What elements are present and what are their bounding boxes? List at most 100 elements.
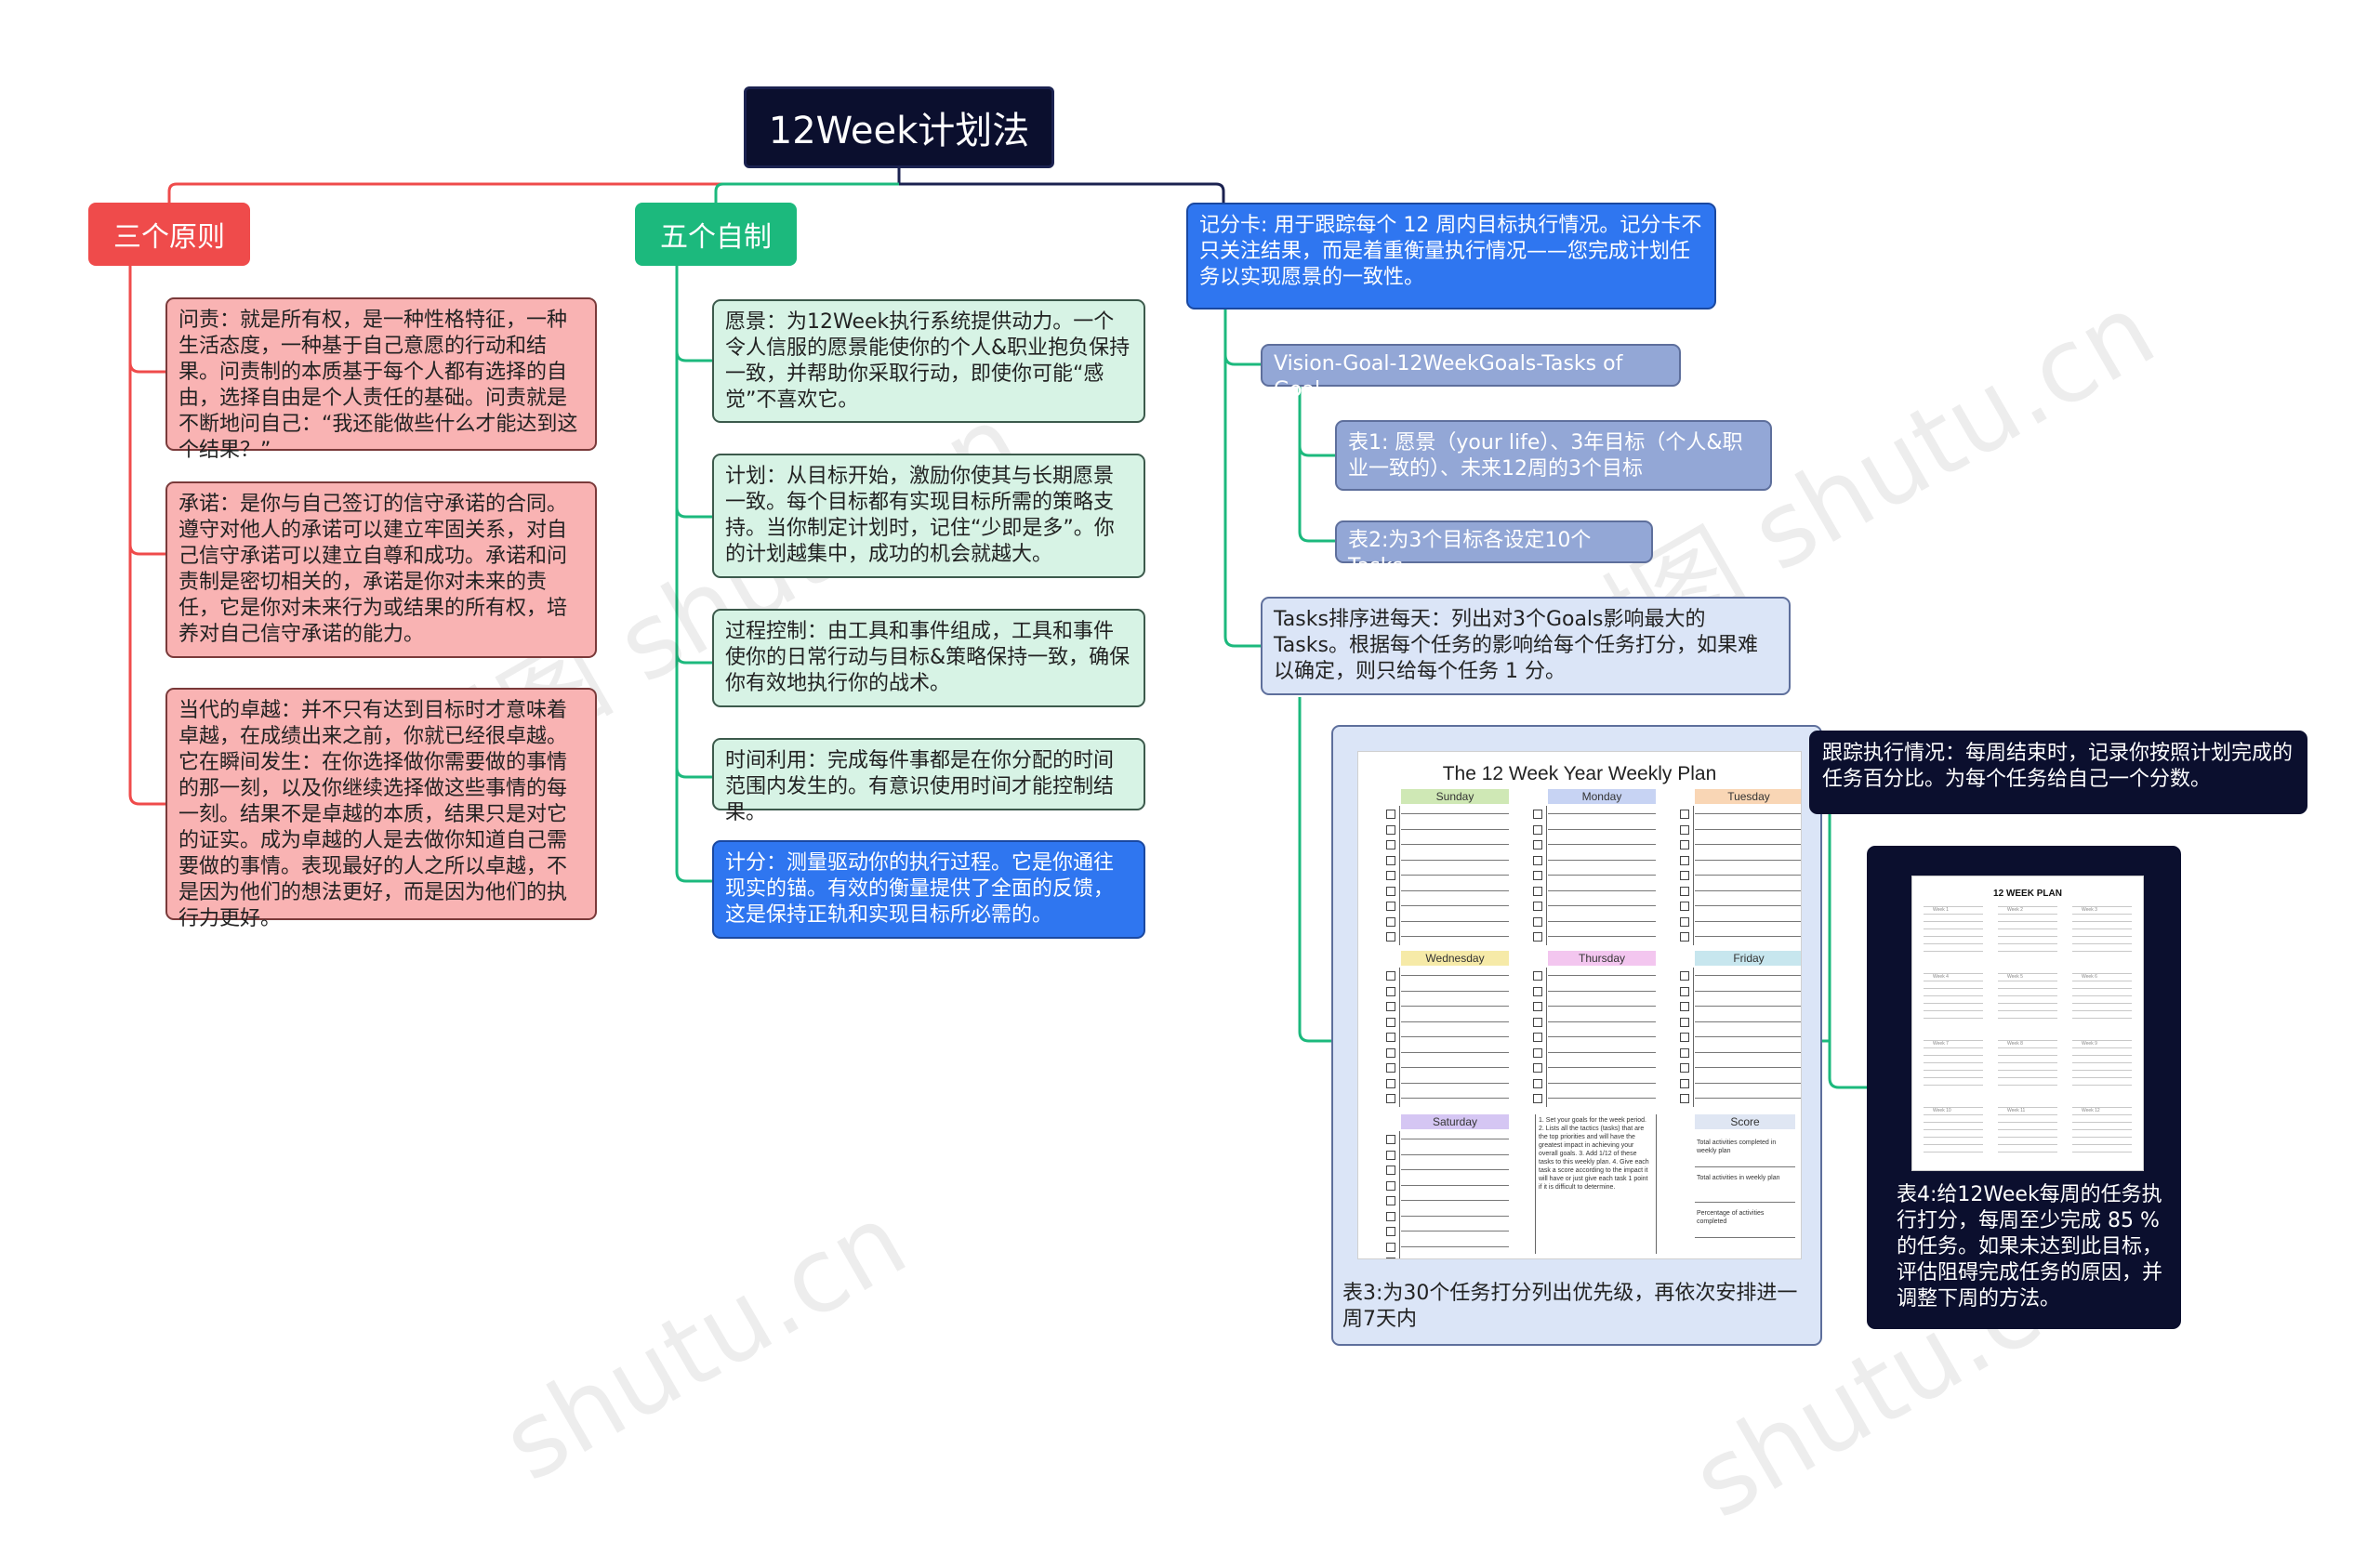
week-task-line: [1924, 951, 1983, 952]
tasks-sorting[interactable]: Tasks排序进每天：列出对3个Goals影响最大的Tasks。根据每个任务的影…: [1261, 597, 1791, 695]
checkbox: [1533, 1002, 1542, 1011]
week-label: Week 5: [2007, 974, 2023, 980]
task-line: [1401, 1082, 1509, 1084]
checkbox: [1386, 1150, 1395, 1160]
task-line: [1695, 990, 1801, 992]
week-task-line: [2072, 995, 2132, 996]
week-task-line: [1998, 1122, 2057, 1123]
week-task-line: [2072, 943, 2132, 944]
task-line: [1695, 1051, 1801, 1053]
week-task-line: [1998, 1062, 2057, 1063]
discipline-planning[interactable]: 计划：从目标开始，激励你使其与长期愿景一致。每个目标都有实现目标所需的策略支持。…: [712, 454, 1145, 578]
checkbox: [1680, 1047, 1689, 1058]
principle-accountability[interactable]: 问责：就是所有权，是一种性格特征，一种生活态度，一种基于自己意愿的行动和结果。问…: [165, 297, 597, 462]
checkbox: [1680, 1002, 1689, 1011]
branch-five-disciplines[interactable]: 五个自制: [635, 203, 797, 266]
week-label: Week 7: [1933, 1041, 1949, 1047]
checkbox: [1386, 902, 1395, 911]
principle-greatness[interactable]: 当代的卓越：并不只有达到目标时才意味着卓越，在成绩出来之前，你就已经很卓越。它在…: [165, 688, 597, 930]
week-task-line: [1998, 973, 2057, 974]
checkbox: [1533, 1047, 1542, 1058]
week-task-line: [2072, 1137, 2132, 1138]
task-line: [1548, 1021, 1656, 1022]
principle-commitment[interactable]: 承诺：是你与自己签订的信守承诺的合同。遵守对他人的承诺可以建立牢固关系，对自己信…: [165, 481, 597, 658]
week-label: Week 1: [1933, 907, 1949, 913]
discipline-vision[interactable]: 愿景：为12Week执行系统提供动力。一个令人信服的愿景能使你的个人&职业抱负保…: [712, 299, 1145, 423]
week-task-line: [2072, 1018, 2132, 1019]
checkbox: [1386, 1211, 1395, 1221]
week-task-line: [2072, 914, 2132, 915]
task-line: [1695, 1067, 1801, 1068]
week-task-line: [1998, 1010, 2057, 1011]
checkbox: [1386, 932, 1395, 942]
checkbox: [1386, 1135, 1395, 1144]
day-header: Tuesday: [1695, 789, 1801, 804]
week-task-line: [1924, 973, 1983, 974]
checkbox: [1386, 1227, 1395, 1236]
week-task-line: [1924, 988, 1983, 989]
week-task-line: [1998, 1077, 2057, 1078]
task-line: [1695, 936, 1801, 937]
task-line: [1695, 1021, 1801, 1022]
week-task-line: [1998, 1129, 2057, 1130]
task-line: [1695, 889, 1801, 891]
task-line: [1695, 1098, 1801, 1099]
score-row-line: [1695, 1166, 1795, 1167]
task-line: [1548, 875, 1656, 876]
week-task-line: [1998, 1107, 2057, 1108]
week-task-line: [1924, 943, 1983, 944]
task-line: [1548, 859, 1656, 861]
weekly-plan-title: The 12 Week Year Weekly Plan: [1442, 763, 1717, 784]
column-line: [1399, 806, 1400, 945]
task-line: [1548, 990, 1656, 992]
task-line: [1401, 936, 1509, 937]
score-row-label: Percentage of activities completed: [1697, 1210, 1765, 1225]
checkbox: [1533, 1017, 1542, 1027]
checkbox: [1533, 932, 1542, 942]
score-row-label: Total activities completed in weekly pla…: [1697, 1139, 1777, 1154]
week-task-line: [2072, 1085, 2132, 1086]
checkbox: [1680, 1078, 1689, 1088]
checkbox: [1680, 1017, 1689, 1027]
branch-three-principles[interactable]: 三个原则: [88, 203, 250, 266]
checkbox: [1533, 840, 1542, 850]
checkbox: [1386, 986, 1395, 996]
task-line: [1401, 1021, 1509, 1022]
task-line: [1548, 1082, 1656, 1084]
task-line: [1695, 875, 1801, 876]
checkbox: [1533, 886, 1542, 896]
task-line: [1695, 1082, 1801, 1084]
checkbox: [1386, 1094, 1395, 1103]
checkbox: [1386, 1002, 1395, 1011]
week-task-line: [2072, 988, 2132, 989]
task-line: [1401, 889, 1509, 891]
table-1-vision-goals[interactable]: 表1: 愿景（your life）、3年目标（个人&职业一致的）、未来12周的3…: [1335, 420, 1772, 491]
task-line: [1695, 905, 1801, 906]
checkbox: [1533, 855, 1542, 865]
week-task-line: [2072, 1047, 2132, 1048]
checkbox: [1386, 1017, 1395, 1027]
task-line: [1695, 975, 1801, 976]
week-label: Week 3: [2082, 907, 2097, 913]
task-line: [1401, 844, 1509, 845]
task-line: [1695, 1006, 1801, 1007]
week-task-line: [1998, 1047, 2057, 1048]
table-2-tasks[interactable]: 表2:为3个目标各设定10个Tasks: [1335, 520, 1653, 578]
week-label: Week 4: [1933, 974, 1949, 980]
week-task-line: [2072, 936, 2132, 937]
week-task-line: [1924, 1040, 1983, 1041]
task-line: [1401, 1245, 1509, 1247]
checkbox: [1680, 855, 1689, 865]
discipline-time-use[interactable]: 时间利用：完成每件事都是在你分配的时间范围内发生的。有意识使用时间才能控制结果。: [712, 738, 1145, 824]
root-topic[interactable]: 12Week计划法: [744, 86, 1054, 168]
vision-goal-chain[interactable]: Vision-Goal-12WeekGoals-Tasks of Goal: [1261, 344, 1681, 402]
task-line: [1548, 905, 1656, 906]
discipline-measurement[interactable]: 计分：测量驱动你的执行过程。它是你通往现实的锚。有效的衡量提供了全面的反馈，这是…: [712, 840, 1145, 939]
discipline-process-control[interactable]: 过程控制：由工具和事件组成，工具和事件使你的日常行动与目标&策略保持一致，确保你…: [712, 609, 1145, 707]
tracking-execution[interactable]: 跟踪执行情况：每周结束时，记录你按照计划完成的任务百分比。为每个任务给自己一个分…: [1809, 731, 2307, 814]
week-task-line: [1998, 1137, 2057, 1138]
checkbox: [1386, 1258, 1395, 1259]
branch-scorecard[interactable]: 记分卡: 用于跟踪每个 12 周内目标执行情况。记分卡不只关注结果，而是着重衡量…: [1186, 203, 1716, 310]
